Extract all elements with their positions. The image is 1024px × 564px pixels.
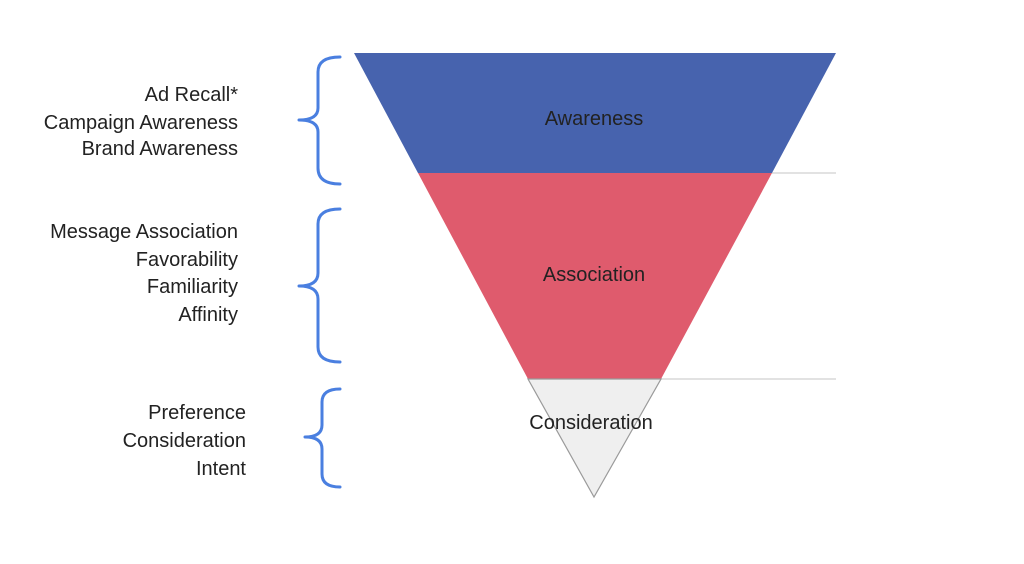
funnel-segment-consideration xyxy=(526,378,663,499)
stage-label-awareness: Awareness xyxy=(545,108,644,130)
metric-brand-awareness: Brand Awareness xyxy=(82,138,238,160)
stage-label-consideration: Consideration xyxy=(529,412,652,434)
funnel-segment-association xyxy=(418,173,772,379)
metric-affinity: Affinity xyxy=(178,304,238,326)
funnel-segment-awareness xyxy=(354,53,836,173)
brace-awareness xyxy=(297,55,342,186)
metric-favorability: Favorability xyxy=(136,249,238,271)
metric-message-association: Message Association xyxy=(50,221,238,243)
stage-label-association: Association xyxy=(543,264,645,286)
brace-consideration xyxy=(303,387,342,489)
metric-campaign-awareness: Campaign Awareness xyxy=(44,112,238,134)
metric-intent: Intent xyxy=(196,458,246,480)
metric-preference: Preference xyxy=(148,402,246,424)
metric-ad-recall: Ad Recall* xyxy=(145,84,239,106)
metric-consideration: Consideration xyxy=(123,430,246,452)
brace-association xyxy=(297,207,342,364)
metric-familiarity: Familiarity xyxy=(147,276,238,298)
